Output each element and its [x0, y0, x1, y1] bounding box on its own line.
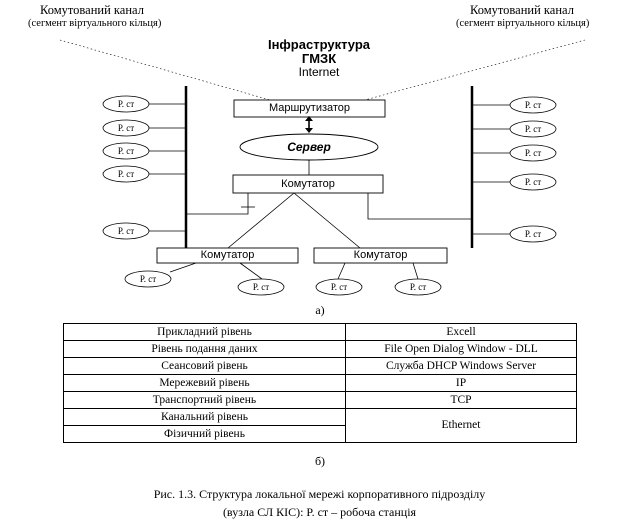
arrow-down-head	[305, 128, 313, 133]
figure-caption-line2: (вузла СЛ КІС): Р. ст – робоча станція	[222, 505, 417, 519]
workstation-b1	[124, 270, 172, 288]
network-diagram	[59, 39, 586, 296]
workstation-b4	[394, 278, 442, 296]
workstation-l5-label: Р. ст	[117, 226, 135, 236]
workstation-l2	[102, 119, 150, 137]
left-channel-subtitle: (сегмент віртуального кільця)	[28, 18, 162, 29]
osi-layer-value: TCP	[345, 391, 577, 409]
osi-table-row: Фізичний рівень	[63, 425, 577, 443]
workstation-l4-label: Р. ст	[117, 169, 135, 179]
branch-right	[293, 192, 361, 249]
workstation-r3-label: Р. ст	[524, 148, 542, 158]
sublabel-b: б)	[314, 454, 326, 468]
switch-left-label: Комутатор	[200, 249, 255, 261]
workstation-l1	[102, 95, 150, 113]
workstation-b2-label: Р. ст	[252, 282, 270, 292]
switch-left-box	[156, 247, 299, 264]
workstation-r3	[509, 144, 557, 162]
workstation-l4	[102, 165, 150, 183]
osi-layer-value: Ethernet	[345, 408, 577, 443]
workstation-l3	[102, 142, 150, 160]
branch-left	[227, 192, 295, 249]
switch-right-bus-link	[367, 193, 472, 220]
osi-layer-value: File Open Dialog Window - DLL	[345, 340, 577, 358]
workstation-r5	[509, 225, 557, 243]
switch-right-label: Комутатор	[353, 249, 408, 261]
workstation-b4-label: Р. ст	[409, 282, 427, 292]
workstation-r5-label: Р. ст	[524, 229, 542, 239]
switch-main-box	[232, 174, 384, 194]
left-channel-dotted-line	[59, 39, 271, 101]
left-workstations	[102, 95, 150, 240]
rs-ws-link-2	[412, 262, 419, 280]
osi-layer-name: Прикладний рівень	[63, 323, 346, 341]
arrow-up-head	[305, 116, 313, 121]
right-channel-dotted-line	[364, 39, 586, 101]
switch-left-bus-link	[186, 193, 249, 215]
workstation-r2	[509, 120, 557, 138]
switch-right-box	[313, 247, 448, 264]
right-channel-subtitle: (сегмент віртуального кільця)	[456, 18, 590, 29]
osi-layer-value: IP	[345, 374, 577, 392]
right-channel-title: Комутований канал	[470, 3, 574, 17]
workstation-b2	[237, 278, 285, 296]
workstation-l1-label: Р. ст	[117, 99, 135, 109]
workstation-l2-label: Р. ст	[117, 123, 135, 133]
infrastructure-gmzk: ГМЗК	[301, 51, 337, 66]
workstation-r4-label: Р. ст	[524, 177, 542, 187]
workstation-r1	[509, 96, 557, 114]
ls-ws-link-1	[169, 262, 197, 273]
workstation-b1-label: Р. ст	[139, 274, 157, 284]
workstation-r1-label: Р. ст	[524, 100, 542, 110]
workstation-r4	[509, 173, 557, 191]
osi-layer-name: Транспортний рівень	[63, 391, 346, 409]
router-label: Маршрутизатор	[268, 102, 351, 114]
sublabel-a: а)	[315, 303, 325, 317]
left-channel-title: Комутований канал	[40, 3, 144, 17]
right-workstations	[509, 96, 557, 243]
ls-ws-link-2	[239, 262, 263, 280]
osi-layer-name: Канальний рівень	[63, 408, 346, 426]
bottom-workstations	[124, 270, 442, 296]
figure-caption-line1: Рис. 1.3. Структура локальної мережі кор…	[153, 487, 486, 501]
workstation-b3	[315, 278, 363, 296]
server-label: Сервер	[287, 140, 331, 154]
switch-main-label: Комутатор	[281, 178, 335, 190]
workstation-l3-label: Р. ст	[117, 146, 135, 156]
infrastructure-title: Інфраструктура	[267, 37, 371, 52]
osi-layer-name: Сеансовий рівень	[63, 357, 346, 375]
rs-ws-link-1	[337, 262, 346, 280]
osi-layer-name: Мережевий рівень	[63, 374, 346, 392]
osi-layer-name: Рівень подання даних	[63, 340, 346, 358]
osi-layer-value: Excell	[345, 323, 577, 341]
workstation-l5	[102, 222, 150, 240]
workstation-b3-label: Р. ст	[330, 282, 348, 292]
workstation-r2-label: Р. ст	[524, 124, 542, 134]
osi-layer-value: Служба DHCP Windows Server	[345, 357, 577, 375]
infrastructure-internet: Internet	[298, 65, 340, 79]
osi-layer-name: Фізичний рівень	[63, 425, 346, 443]
